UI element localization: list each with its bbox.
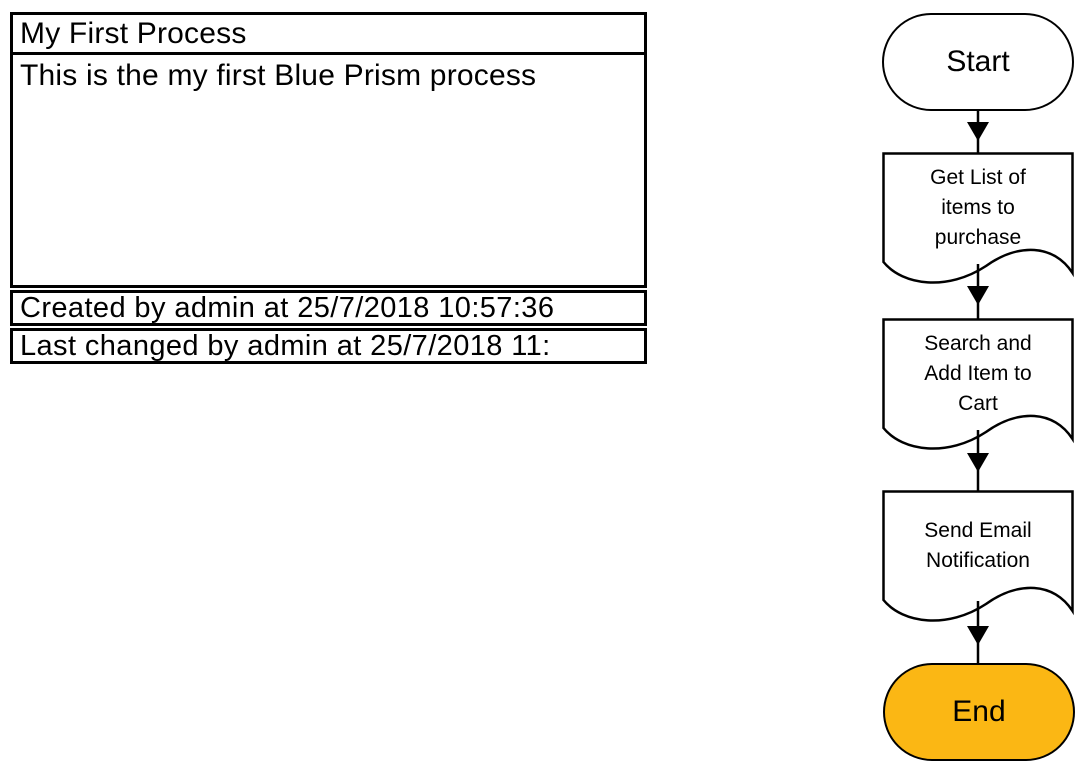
document-shape bbox=[882, 490, 1074, 622]
stage-label-line: Notification bbox=[926, 549, 1030, 572]
stage-label-line: Cart bbox=[958, 392, 998, 415]
document-shape bbox=[882, 318, 1074, 450]
stage-label: Search and Add Item to Cart bbox=[890, 318, 1066, 430]
stage-label-line: Add Item to bbox=[924, 362, 1032, 385]
stage-label-line: Get List of bbox=[930, 166, 1026, 189]
arrowhead-icon bbox=[967, 453, 989, 472]
stage-label: Send Email Notification bbox=[890, 490, 1066, 602]
process-description: This is the my first Blue Prism process bbox=[20, 59, 537, 92]
process-created-row: Created by admin at 25/7/2018 10:57:36 bbox=[10, 290, 647, 326]
connector-stage1-to-stage2 bbox=[967, 264, 989, 319]
stage-label-line: Search and bbox=[924, 332, 1032, 355]
stage-get-list-of-items[interactable]: Get List of items to purchase bbox=[882, 152, 1074, 292]
arrowhead-icon bbox=[967, 626, 989, 645]
stage-label-line: Send Email bbox=[924, 519, 1032, 542]
start-node-label: Start bbox=[946, 45, 1010, 78]
stage-label-line: purchase bbox=[934, 226, 1022, 249]
connector-start-to-stage1 bbox=[967, 109, 989, 153]
process-last-changed-row: Last changed by admin at 25/7/2018 11: bbox=[10, 328, 647, 364]
connector-stage2-to-stage3 bbox=[967, 430, 989, 491]
arrowhead-icon bbox=[967, 286, 989, 305]
start-node[interactable]: Start bbox=[882, 13, 1074, 111]
process-info-main: My First Process This is the my first Bl… bbox=[10, 12, 647, 288]
process-info-box[interactable]: My First Process This is the my first Bl… bbox=[10, 12, 647, 364]
stage-label-line: items to bbox=[941, 196, 1015, 219]
stage-send-email-notification[interactable]: Send Email Notification bbox=[882, 490, 1074, 630]
connector-stage3-to-end bbox=[967, 601, 989, 664]
end-node-label: End bbox=[952, 695, 1006, 728]
end-node[interactable]: End bbox=[883, 663, 1075, 761]
stage-search-and-add-item[interactable]: Search and Add Item to Cart bbox=[882, 318, 1074, 458]
document-shape bbox=[882, 152, 1074, 284]
arrowhead-icon bbox=[967, 122, 989, 141]
stage-label: Get List of items to purchase bbox=[890, 152, 1066, 264]
process-title: My First Process bbox=[13, 15, 644, 55]
